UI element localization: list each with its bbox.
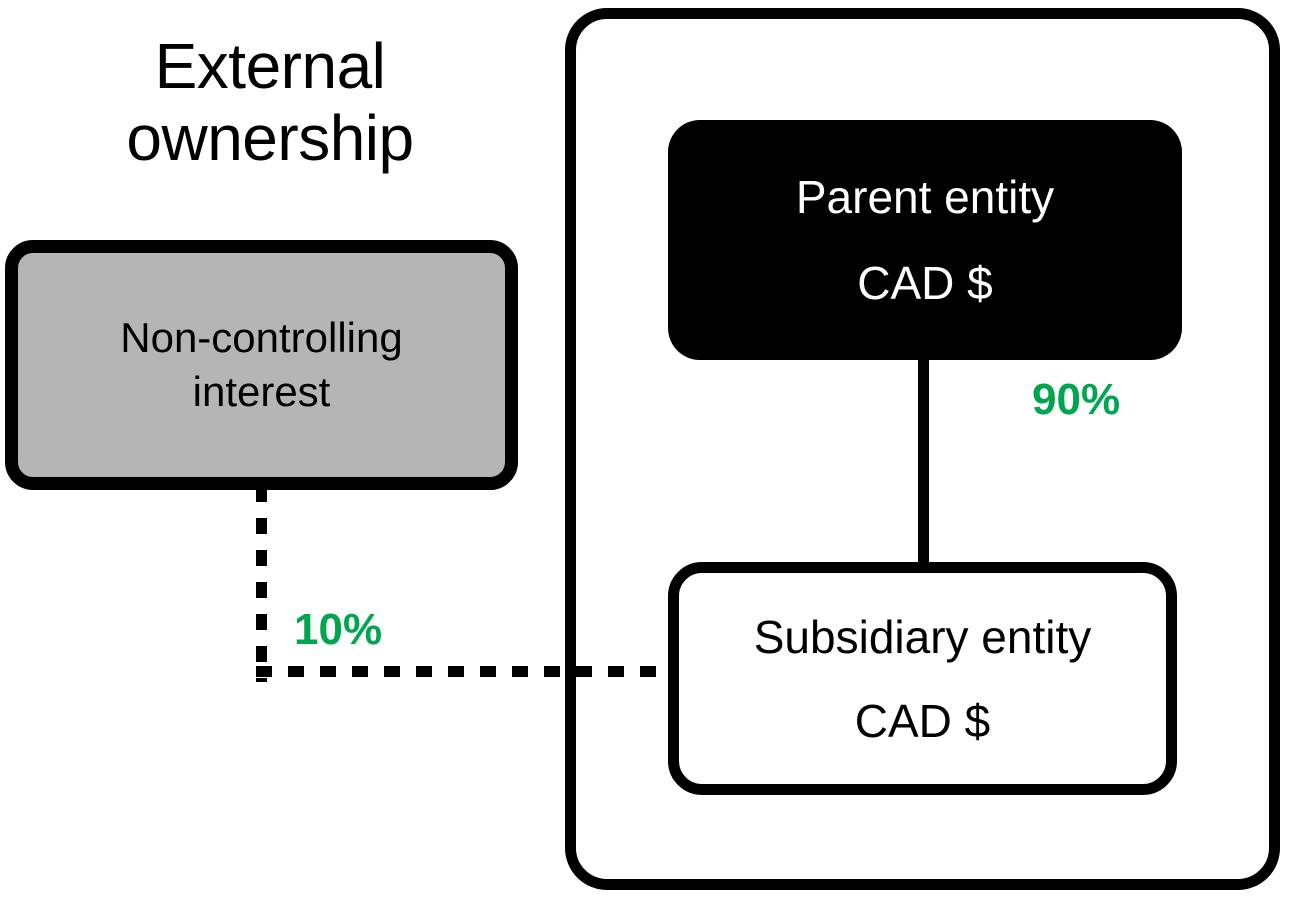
subsidiary-entity-name: Subsidiary entity bbox=[753, 610, 1092, 663]
nci-to-subsidiary-connector-vertical bbox=[256, 486, 267, 682]
subsidiary-entity-currency: CAD $ bbox=[854, 694, 991, 747]
nci-label-line-2: interest bbox=[192, 368, 331, 415]
page-title: External ownership bbox=[0, 30, 540, 174]
page-title-line-2: ownership bbox=[126, 102, 414, 174]
subsidiary-entity-node[interactable]: Subsidiary entity CAD $ bbox=[668, 562, 1177, 795]
non-controlling-interest-node[interactable]: Non-controlling interest bbox=[5, 240, 518, 490]
nci-label-line-1: Non-controlling bbox=[120, 314, 403, 361]
parent-entity-currency: CAD $ bbox=[857, 257, 993, 309]
nci-to-subsidiary-connector-horizontal bbox=[256, 666, 672, 677]
parent-entity-name: Parent entity bbox=[795, 171, 1055, 223]
page-title-line-1: External bbox=[154, 30, 386, 102]
ownership-percentage-parent: 90% bbox=[1032, 375, 1121, 424]
parent-entity-node[interactable]: Parent entity CAD $ bbox=[668, 120, 1182, 360]
ownership-percentage-nci: 10% bbox=[294, 605, 383, 654]
parent-to-subsidiary-connector bbox=[918, 355, 929, 567]
consolidated-group-container bbox=[565, 8, 1280, 890]
